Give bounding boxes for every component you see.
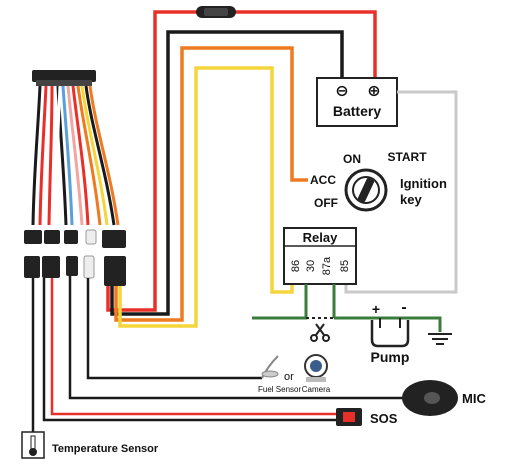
or-text: or xyxy=(284,371,294,383)
relay: Relay 86 30 87a 85 xyxy=(283,227,357,285)
peripheral-wires xyxy=(31,276,408,432)
pump-minus-label: - xyxy=(401,299,406,316)
battery-plus-label: ⊕ xyxy=(367,83,380,100)
connector-row-upper xyxy=(24,229,126,248)
mic: MIC xyxy=(402,380,486,416)
ignition-off-label: OFF xyxy=(314,196,338,210)
harness-connector xyxy=(32,70,96,86)
camera-label: Camera xyxy=(302,385,331,394)
ignition-on-label: ON xyxy=(343,152,361,166)
sos-button: SOS xyxy=(336,408,398,426)
ignition-label-line1: Ignition xyxy=(400,176,447,191)
battery: ⊖ ⊕ Battery xyxy=(316,77,398,127)
scissors-icon xyxy=(310,323,330,342)
harness-wires xyxy=(31,85,120,226)
fuel-sensor: Fuel Sensor xyxy=(258,355,301,394)
temperature-sensor: Temperature Sensor xyxy=(21,431,159,459)
pump: + - Pump xyxy=(371,299,410,365)
relay-pin-87a: 87a xyxy=(321,256,333,275)
ground-icon xyxy=(428,333,452,345)
ignition-start-label: START xyxy=(387,150,427,164)
pump-plus-label: + xyxy=(372,301,380,317)
relay-pin-30: 30 xyxy=(305,260,317,272)
battery-minus-label: ⊖ xyxy=(335,83,348,100)
mic-label: MIC xyxy=(462,391,486,406)
fuel-sensor-label: Fuel Sensor xyxy=(258,385,301,394)
ignition-key: ON START ACC OFF Ignition key xyxy=(310,150,447,212)
temperature-sensor-label: Temperature Sensor xyxy=(52,443,159,455)
ignition-label-line2: key xyxy=(400,192,422,207)
sos-label: SOS xyxy=(370,411,398,426)
relay-pin-86: 86 xyxy=(290,260,302,272)
camera: Camera xyxy=(302,354,331,394)
battery-label: Battery xyxy=(333,103,381,119)
power-wires xyxy=(106,10,377,328)
fuse xyxy=(196,6,236,18)
ignition-acc-label: ACC xyxy=(310,173,336,187)
relay-pin-85: 85 xyxy=(339,260,351,272)
relay-label: Relay xyxy=(303,230,338,245)
pump-label: Pump xyxy=(371,349,410,365)
connector-row-lower xyxy=(24,255,126,286)
